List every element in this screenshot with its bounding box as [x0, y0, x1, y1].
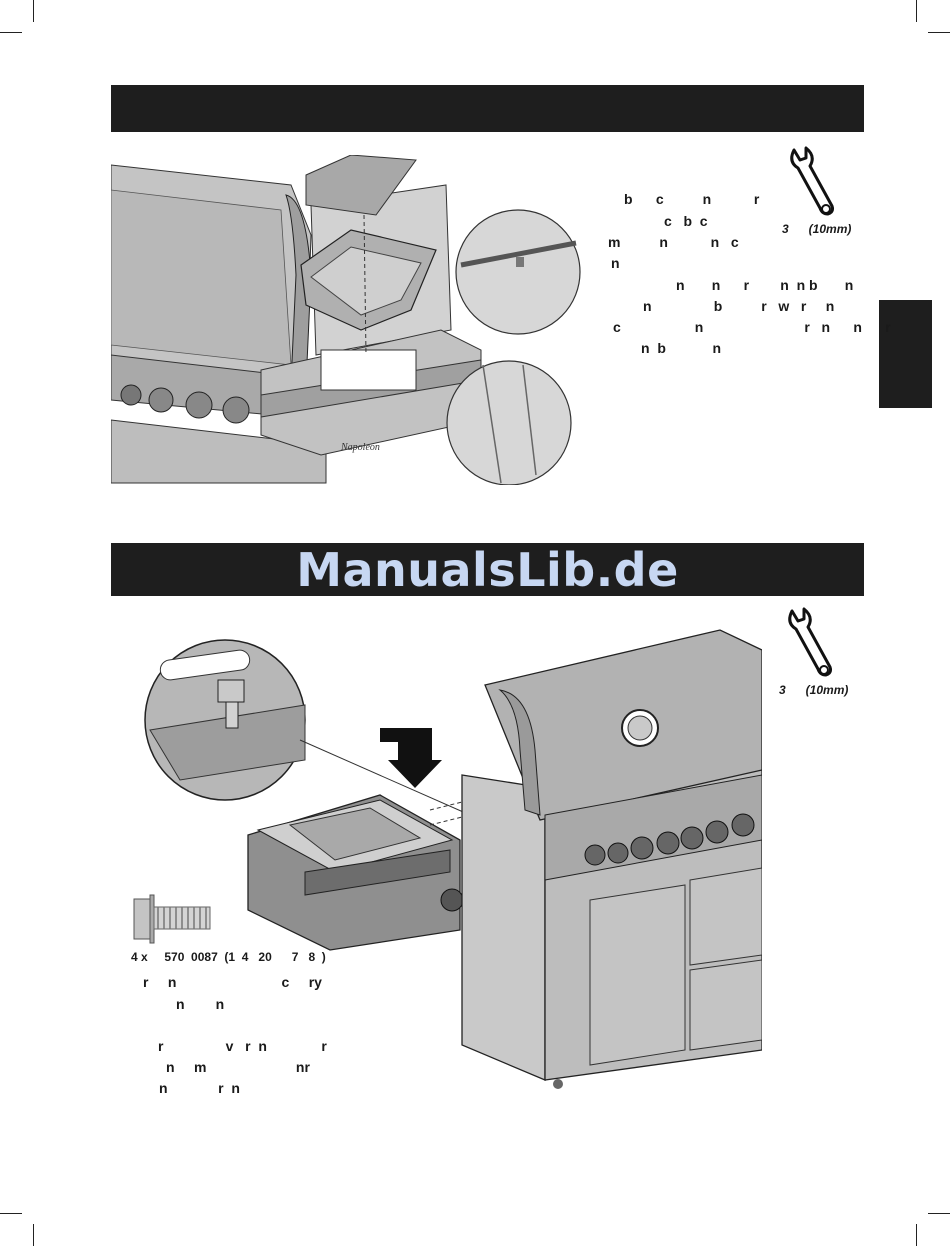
instruction-line: r n c ry [143, 974, 322, 990]
crop-mark [33, 1224, 34, 1246]
crop-mark [0, 32, 22, 33]
instruction-line: n m nr [166, 1059, 310, 1075]
part-label: 4 x 570 0087 (1 4 20 7 8 ) [131, 950, 326, 964]
side-burner-cover-illustration: Napoleon [111, 155, 581, 485]
instruction-line: n b r w r n [643, 298, 835, 314]
instruction-line: n n [176, 996, 225, 1012]
crop-mark [928, 32, 950, 33]
instruction-line: n [611, 255, 620, 271]
chapter-tab [879, 300, 932, 408]
instruction-line: n n r n n b n [676, 277, 854, 293]
wrench-icon [788, 607, 832, 677]
watermark-text: ManualsLib.de [296, 542, 679, 597]
instruction-line: m n n c [608, 234, 739, 250]
wrench-icon [790, 146, 834, 216]
svg-text:Napoleon: Napoleon [340, 442, 380, 453]
crop-mark [916, 1224, 917, 1246]
side-burner-mounting-illustration [144, 629, 762, 1089]
instruction-line: r v r n r [158, 1038, 327, 1054]
crop-mark [0, 1213, 22, 1214]
instruction-line: b c n r [624, 191, 760, 207]
instruction-line: c b c [664, 213, 708, 229]
instruction-line: n r n [159, 1080, 240, 1096]
tool-size-label: 3 (10mm) [779, 683, 849, 697]
crop-mark [916, 0, 917, 22]
instruction-line: n b n [641, 340, 722, 356]
crop-mark [33, 0, 34, 22]
instruction-line: c n r n n r [613, 319, 891, 335]
tool-size-label: 3 (10mm) [782, 222, 852, 236]
section-header-bar: ManualsLib.de [111, 542, 864, 597]
crop-mark [928, 1213, 950, 1214]
section-header-bar [111, 85, 864, 132]
bolt-icon [133, 894, 211, 944]
